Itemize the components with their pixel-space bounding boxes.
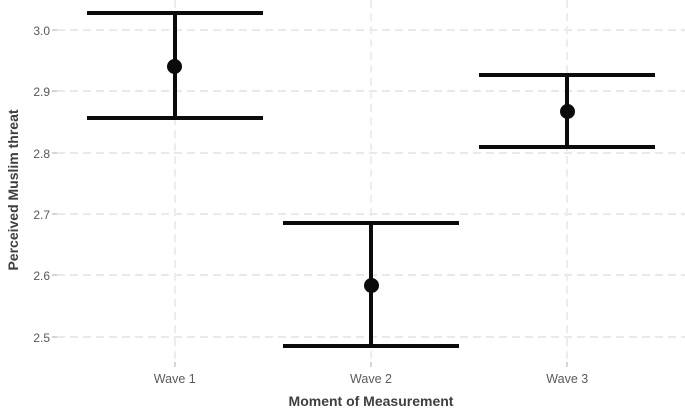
error-bar-lower-cap — [283, 344, 459, 349]
mean-point — [559, 103, 575, 119]
gridline-vertical — [566, 0, 569, 362]
error-bar-lower-cap — [86, 115, 263, 120]
gridline-vertical — [370, 0, 372, 362]
error-bar-upper-cap — [86, 10, 263, 15]
y-tick-mark — [52, 90, 57, 93]
x-axis-title: Moment of Measurement — [288, 393, 454, 409]
y-tick-label: 3.0 — [33, 24, 50, 39]
y-tick-label: 2.7 — [33, 208, 50, 223]
error-bar-upper-cap — [479, 72, 656, 77]
x-tick-label: Wave 3 — [546, 372, 589, 386]
plot-panel — [57, 0, 685, 362]
y-tick-mark — [52, 29, 57, 32]
y-tick-label: 2.9 — [33, 85, 50, 100]
y-tick-mark — [52, 274, 57, 277]
mean-point — [363, 277, 379, 293]
y-axis-title: Perceived Muslim threat — [5, 109, 21, 271]
y-tick-mark — [52, 151, 57, 154]
x-tick-mark — [370, 362, 372, 367]
error-bar-upper-cap — [283, 221, 459, 226]
error-bar-lower-cap — [479, 145, 656, 150]
y-tick-label: 2.6 — [33, 269, 50, 284]
y-tick-mark — [52, 335, 57, 338]
gridline-vertical — [173, 0, 176, 362]
x-tick-mark — [173, 362, 176, 367]
mean-point — [167, 59, 183, 75]
x-tick-label: Wave 1 — [153, 372, 196, 386]
y-tick-mark — [52, 213, 57, 216]
x-tick-mark — [566, 362, 569, 367]
x-tick-label: Wave 2 — [350, 372, 392, 386]
y-tick-label: 2.5 — [33, 330, 50, 345]
y-tick-label: 2.8 — [33, 146, 50, 161]
